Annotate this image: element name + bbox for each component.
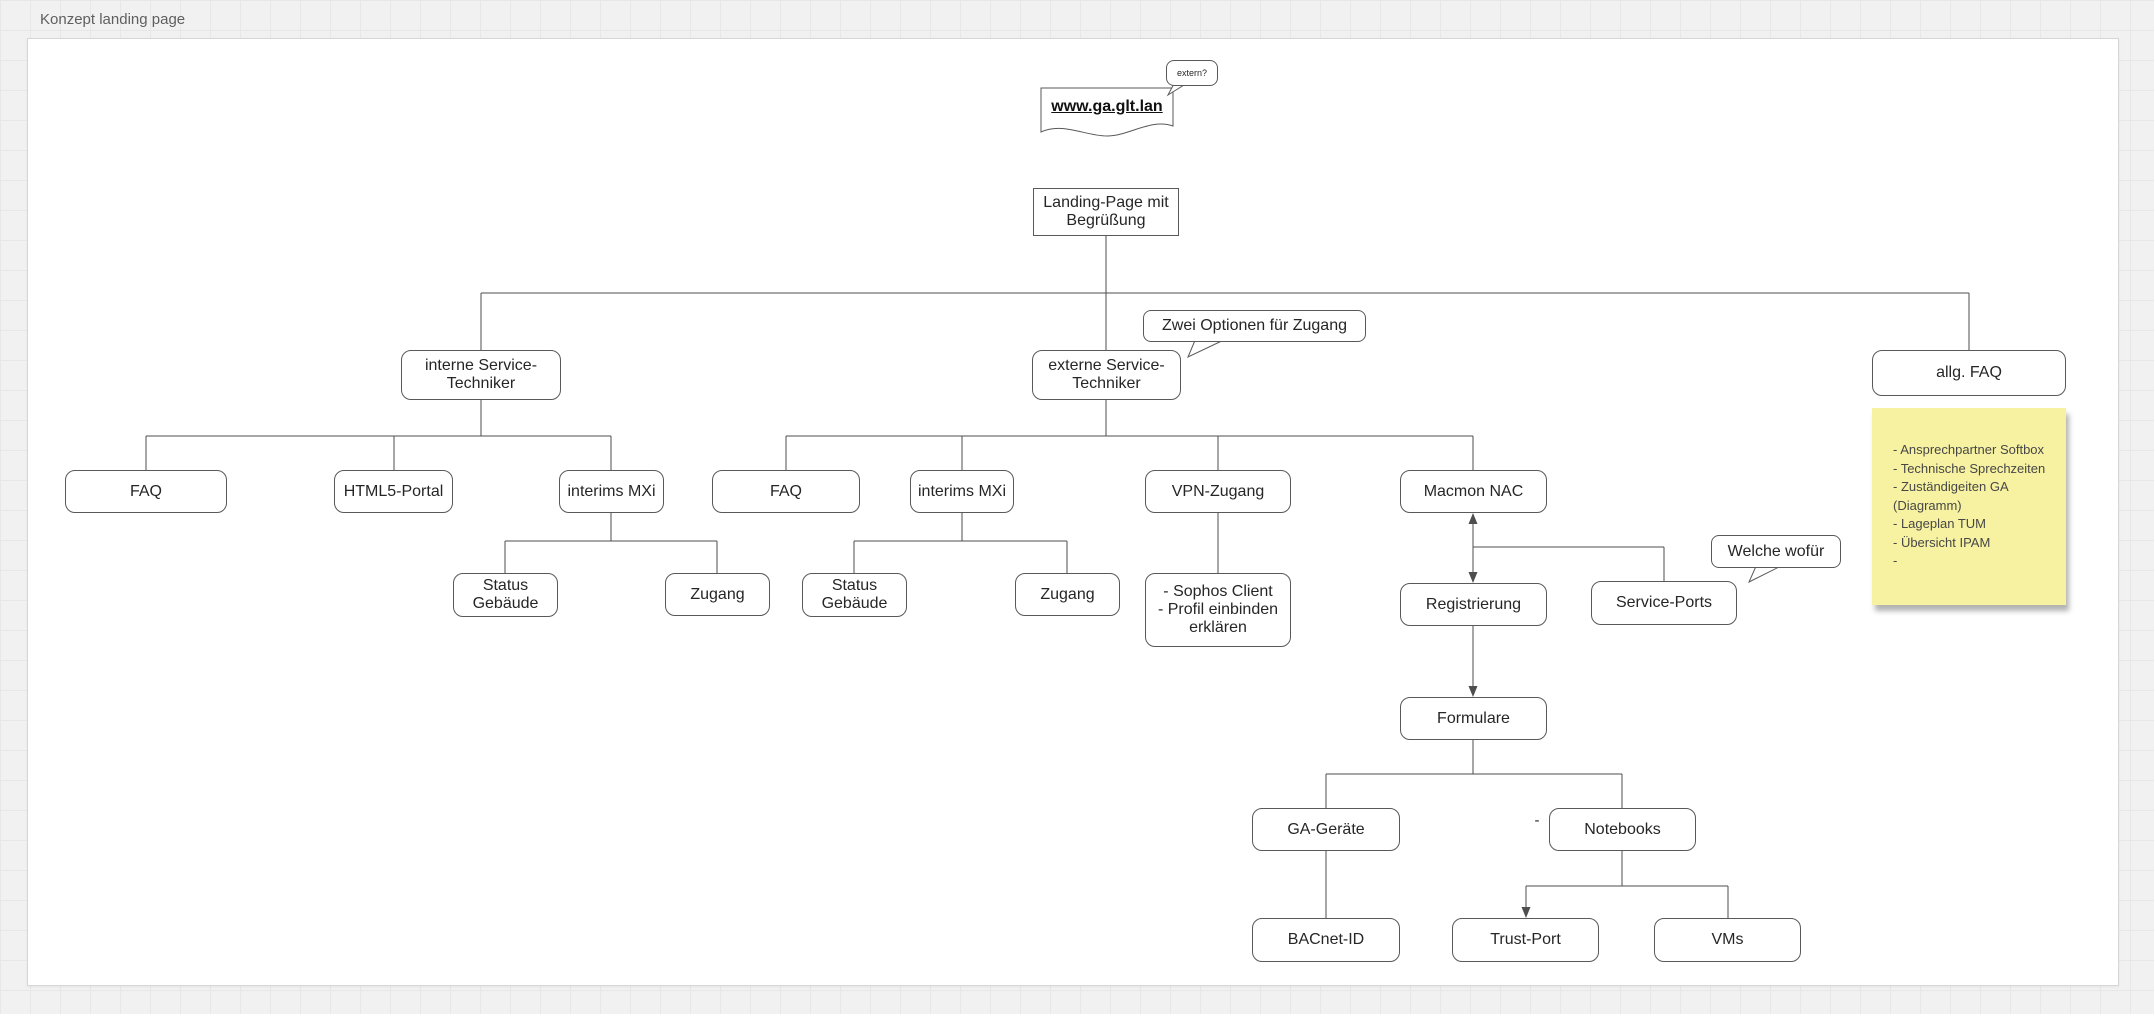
sticky-note-line: - Ansprechpartner Softbox xyxy=(1893,442,2045,457)
node-interne-service-techniker[interactable]: interne Service- Techniker xyxy=(401,350,561,400)
node-macmon-nac[interactable]: Macmon NAC xyxy=(1400,470,1547,513)
document-shape[interactable] xyxy=(1040,87,1174,137)
sticky-note-line: - Zuständigeiten GA xyxy=(1893,479,2009,494)
sticky-note[interactable]: - Ansprechpartner Softbox - Technische S… xyxy=(1872,408,2066,605)
node-ga-geraete[interactable]: GA-Geräte xyxy=(1252,808,1400,851)
welche-wofuer-callout[interactable]: Welche wofür xyxy=(1711,535,1841,568)
arrow-down-registrierung xyxy=(1468,572,1478,583)
arrow-up-macmon xyxy=(1468,513,1478,524)
node-html5-portal[interactable]: HTML5-Portal xyxy=(334,470,453,513)
node-externe-service-techniker[interactable]: externe Service- Techniker xyxy=(1032,350,1181,400)
page-title: Konzept landing page xyxy=(40,11,186,28)
node-notebooks[interactable]: Notebooks xyxy=(1549,808,1696,851)
node-zugang-extern[interactable]: Zugang xyxy=(1015,573,1120,616)
sticky-note-line: - Lageplan TUM xyxy=(1893,516,1986,531)
node-allg-faq[interactable]: allg. FAQ xyxy=(1872,350,2066,396)
node-zugang-intern[interactable]: Zugang xyxy=(665,573,770,616)
arrow-down-trust-port xyxy=(1521,907,1531,918)
node-vms[interactable]: VMs xyxy=(1654,918,1801,962)
notebooks-dash-label[interactable]: - xyxy=(1534,812,1540,829)
node-vpn-zugang[interactable]: VPN-Zugang xyxy=(1145,470,1291,513)
url-document-label[interactable]: www.ga.glt.lan xyxy=(1051,98,1163,115)
arrow-down-formulare xyxy=(1468,686,1478,697)
zwei-optionen-callout[interactable]: Zwei Optionen für Zugang xyxy=(1143,310,1366,342)
sticky-note-line: - Technische Sprechzeiten xyxy=(1893,460,2046,476)
extern-callout[interactable]: extern? xyxy=(1166,60,1218,86)
node-bacnet-id[interactable]: BACnet-ID xyxy=(1252,918,1400,962)
node-registrierung[interactable]: Registrierung xyxy=(1400,583,1547,626)
node-sophos-client[interactable]: - Sophos Client - Profil einbinden erklä… xyxy=(1145,573,1291,647)
node-faq-extern[interactable]: FAQ xyxy=(712,470,860,513)
node-landing-page[interactable]: Landing-Page mit Begrüßung xyxy=(1033,188,1179,236)
node-service-ports[interactable]: Service-Ports xyxy=(1591,581,1737,625)
node-formulare[interactable]: Formulare xyxy=(1400,697,1547,740)
node-faq-intern[interactable]: FAQ xyxy=(65,470,227,513)
node-interims-mxi-extern[interactable]: interims MXi xyxy=(910,470,1014,513)
sticky-note-line: (Diagramm) xyxy=(1893,497,1962,513)
node-trust-port[interactable]: Trust-Port xyxy=(1452,918,1599,962)
node-interims-mxi-intern[interactable]: interims MXi xyxy=(559,470,664,513)
sticky-note-line: - Übersicht IPAM xyxy=(1893,534,1991,550)
node-status-gebaeude-intern[interactable]: Status Gebäude xyxy=(453,573,558,617)
node-status-gebaeude-extern[interactable]: Status Gebäude xyxy=(802,573,907,617)
sticky-note-line: - xyxy=(1893,553,1898,568)
